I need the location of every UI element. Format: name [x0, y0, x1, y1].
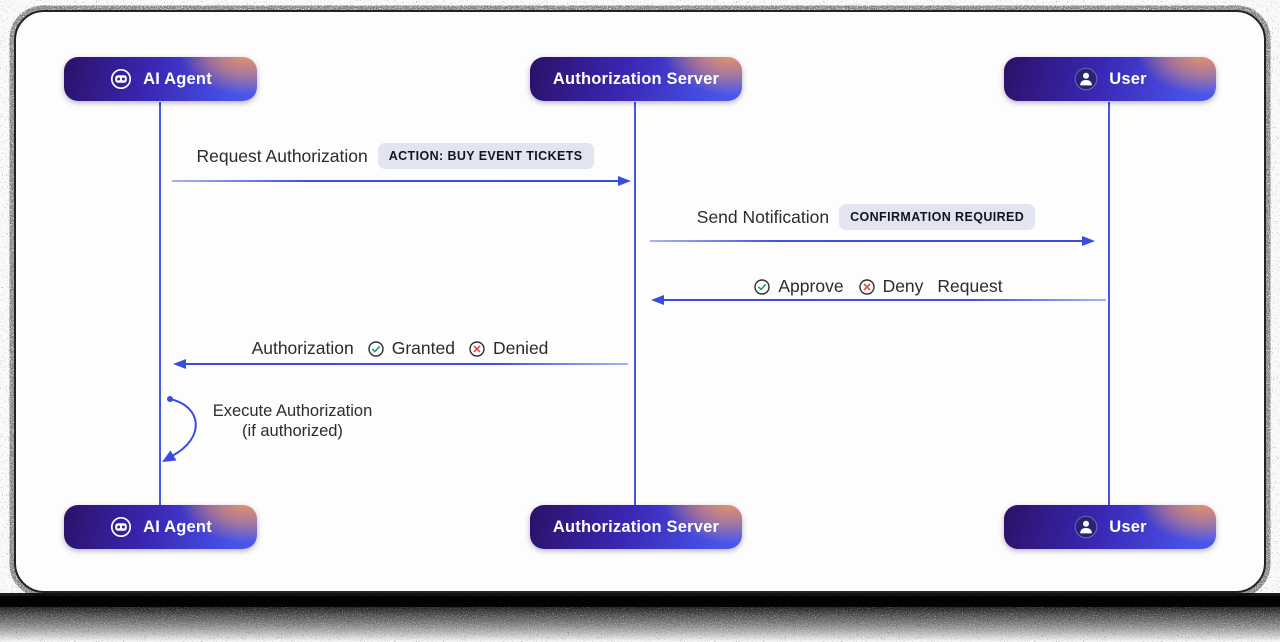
actor-auth-server-top: Authorization Server [530, 57, 742, 101]
arrow-authorization-result [186, 363, 628, 365]
arrow-send-notification [650, 240, 1082, 242]
actor-user-bottom: User [1004, 505, 1216, 549]
x-circle-icon [468, 340, 486, 358]
user-icon [1073, 514, 1099, 540]
message-request-authorization: Request Authorization ACTION: BUY EVENT … [172, 141, 618, 171]
actor-label: Authorization Server [552, 69, 720, 88]
denied-text: Denied [492, 337, 549, 358]
sequence-diagram-card: AI Agent Authorization Server User Reque… [14, 10, 1266, 593]
check-circle-icon [367, 340, 385, 358]
message-authorization-result: Authorization Granted Denied [172, 333, 628, 363]
confirmation-badge: CONFIRMATION REQUIRED [839, 204, 1036, 230]
actor-label: AI Agent [143, 517, 212, 536]
message-send-notification: Send Notification CONFIRMATION REQUIRED [650, 202, 1082, 232]
actor-auth-server-bottom: Authorization Server [530, 505, 742, 549]
approve-text: Approve [778, 275, 844, 296]
message-execute-authorization: Execute Authorization (if authorized) [200, 401, 385, 441]
arrow-request-authorization [172, 180, 618, 182]
actor-user-top: User [1004, 57, 1216, 101]
x-circle-icon [858, 278, 876, 296]
lifeline-user [1108, 102, 1110, 505]
check-circle-icon [753, 278, 771, 296]
message-approve-deny-request: Approve Deny Request [650, 271, 1106, 301]
lifeline-auth-server [634, 102, 636, 505]
deny-text: Deny [882, 275, 924, 296]
execute-condition-text: (if authorized) [242, 422, 343, 440]
message-text: Request Authorization [196, 145, 368, 166]
authorization-text: Authorization [251, 337, 354, 358]
granted-text: Granted [391, 337, 455, 358]
actor-label: User [1109, 69, 1147, 88]
request-text: Request [937, 275, 1003, 296]
actor-label: AI Agent [143, 69, 212, 88]
action-badge: ACTION: BUY EVENT TICKETS [377, 143, 594, 169]
execute-text: Execute Authorization [212, 402, 373, 420]
actor-label: User [1109, 517, 1147, 536]
actor-ai-agent-bottom: AI Agent [64, 505, 257, 549]
robot-icon [109, 67, 133, 91]
arrow-approve-deny-request [664, 299, 1106, 301]
message-text: Send Notification [696, 206, 830, 227]
robot-icon [109, 515, 133, 539]
actor-label: Authorization Server [552, 517, 720, 536]
actor-ai-agent-top: AI Agent [64, 57, 257, 101]
user-icon [1073, 66, 1099, 92]
